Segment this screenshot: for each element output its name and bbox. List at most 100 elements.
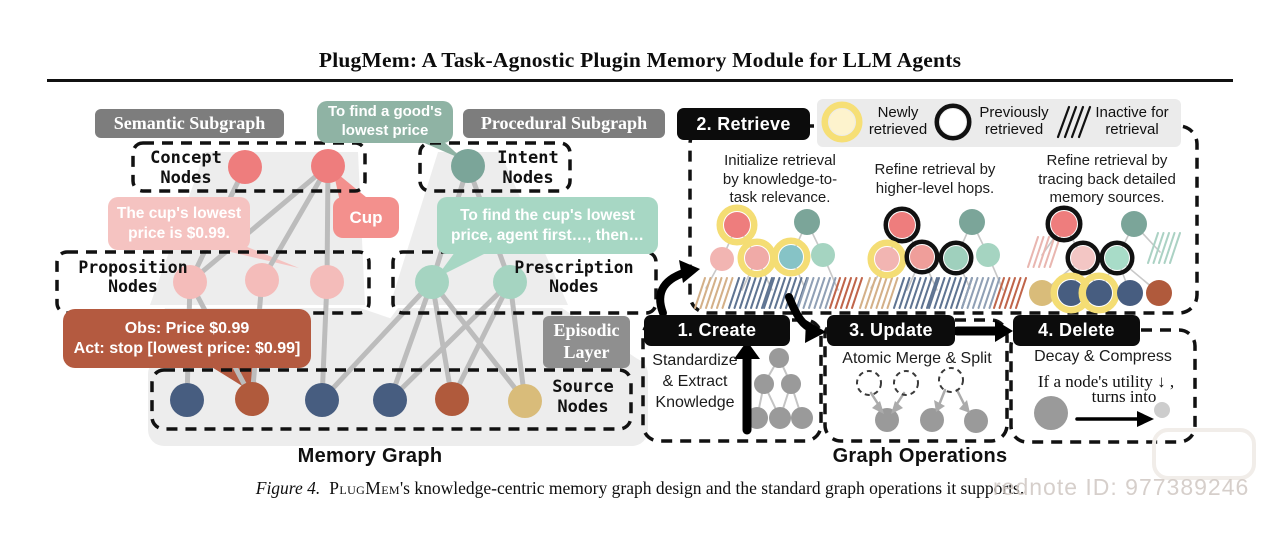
hatch-mark	[829, 277, 841, 309]
desc-line: & Extract	[662, 372, 728, 390]
prescription-node	[493, 265, 527, 299]
legend-line: retrieved	[868, 121, 928, 139]
hatch-mark	[870, 277, 882, 309]
source-node	[305, 383, 339, 417]
arrow-head	[934, 400, 945, 412]
hatch-mark	[909, 277, 922, 309]
arrow-head	[734, 341, 760, 359]
bubble-line: To find the cup's lowest	[460, 207, 635, 225]
desc-line: tracing back detailed	[1038, 170, 1176, 188]
bubble-line: Cup	[349, 207, 383, 227]
desc-line: Standardize	[652, 352, 738, 369]
split-node	[964, 409, 988, 433]
retrieval-node-ring	[1078, 272, 1120, 314]
retrieval-node-ring	[867, 239, 907, 279]
hatch-mark	[768, 277, 781, 309]
hatch-mark	[1163, 232, 1176, 264]
source-node	[170, 383, 204, 417]
retrieval-node	[1071, 246, 1095, 270]
hatch-mark	[694, 277, 706, 309]
label-line: Prescription	[514, 258, 634, 278]
retrieval-node	[811, 243, 835, 267]
hatch-mark	[802, 277, 815, 309]
bubble-line: price is $0.99.	[128, 224, 230, 242]
label-line: Nodes	[557, 397, 609, 417]
retrieval-node	[976, 243, 1000, 267]
caption-plugmem: PlugMem	[329, 478, 400, 498]
arrow-head	[679, 260, 700, 283]
retrieval-node-ring	[938, 240, 974, 276]
create-tree-node	[791, 407, 813, 429]
retrieval-node	[745, 246, 769, 270]
retrieval-node-ring	[1045, 205, 1083, 243]
bubble-line: price, agent first…, then…	[451, 226, 644, 244]
hatch-mark	[755, 277, 768, 309]
bubble-tail	[436, 248, 492, 278]
hatch-mark	[779, 277, 792, 309]
hatch-mark	[933, 277, 946, 309]
obs-act-bubble: Obs: Price $0.99 Act: stop [lowest price…	[63, 309, 311, 368]
create-step-label: 1. Create	[644, 315, 790, 346]
hatch-mark	[1004, 277, 1016, 309]
retrieve-step1-text: Initialize retrieval by knowledge-to- ta…	[700, 152, 860, 208]
delete-text: Decay & Compress	[1034, 348, 1172, 365]
label-line: Source	[552, 377, 614, 398]
retrieval-node-ring	[1099, 240, 1135, 276]
intent-box	[418, 141, 572, 193]
retrieval-node	[1029, 280, 1055, 306]
hatch-mark	[1009, 277, 1022, 309]
retrieval-node	[1146, 280, 1172, 306]
hatch-mark	[1027, 236, 1039, 268]
legend-line: Newly	[877, 104, 919, 121]
hatch-mark	[864, 277, 877, 309]
retrieval-node	[944, 246, 968, 270]
retrieval-node-ring	[904, 239, 940, 275]
desc-line: Refine retrieval by	[874, 161, 996, 178]
hatch-mark	[977, 277, 990, 309]
label-line: Nodes	[502, 168, 554, 188]
cups-lowest-price-bubble: The cup's lowest price is $0.99.	[108, 197, 250, 250]
proposition-box	[55, 250, 371, 315]
retrieval-node	[910, 245, 934, 269]
legend-line: Inactive for	[1095, 104, 1169, 121]
bubble-tail	[333, 170, 372, 202]
legend-newly-retrieved: Newly retrieved	[858, 104, 938, 139]
arrow-head	[995, 320, 1013, 342]
proposition-node	[310, 265, 344, 299]
newly-retrieved-icon-ring	[821, 101, 863, 143]
cup-bubble: Cup	[333, 197, 399, 238]
hatch-mark	[733, 277, 746, 309]
source-node	[373, 383, 407, 417]
retrieval-node-ring	[771, 237, 811, 277]
graph-edge	[429, 279, 455, 402]
retrieval-node	[1121, 211, 1147, 237]
legend-band	[817, 99, 1181, 147]
hatch-mark	[1043, 236, 1056, 268]
label-line: Concept	[150, 148, 222, 169]
concept-node	[311, 149, 345, 183]
hatch-mark	[824, 277, 837, 309]
inactive-hatch-icon	[1077, 105, 1092, 139]
desc-line: Refine retrieval by	[1046, 152, 1168, 169]
proposition-nodes-label: Proposition Nodes	[62, 257, 204, 299]
hatch-mark	[728, 277, 740, 309]
label-line: Intent	[497, 148, 559, 169]
update-text: Atomic Merge & Split	[842, 350, 992, 367]
intent-nodes-label: Intent Nodes	[488, 149, 568, 189]
memory-graph-label: Memory Graph	[297, 445, 443, 467]
goods-price-bubble: To find a good's lowest price	[317, 101, 453, 143]
arrow-head	[1137, 411, 1154, 427]
hatch-mark	[808, 277, 820, 309]
watermark-logo	[1152, 428, 1256, 480]
retrieval-node	[794, 209, 820, 235]
retrieval-node-ring	[883, 206, 921, 244]
hatch-mark	[1158, 232, 1170, 264]
label-line: Nodes	[160, 168, 212, 188]
caption-text: 's knowledge-centric memory graph design…	[400, 478, 1025, 498]
procedural-subgraph-label: Procedural Subgraph	[463, 109, 665, 138]
watermark-text: rednote ID: 977389246	[993, 474, 1250, 500]
concept-node	[228, 150, 262, 184]
split-node	[920, 408, 944, 432]
hatch-mark	[1169, 232, 1181, 264]
